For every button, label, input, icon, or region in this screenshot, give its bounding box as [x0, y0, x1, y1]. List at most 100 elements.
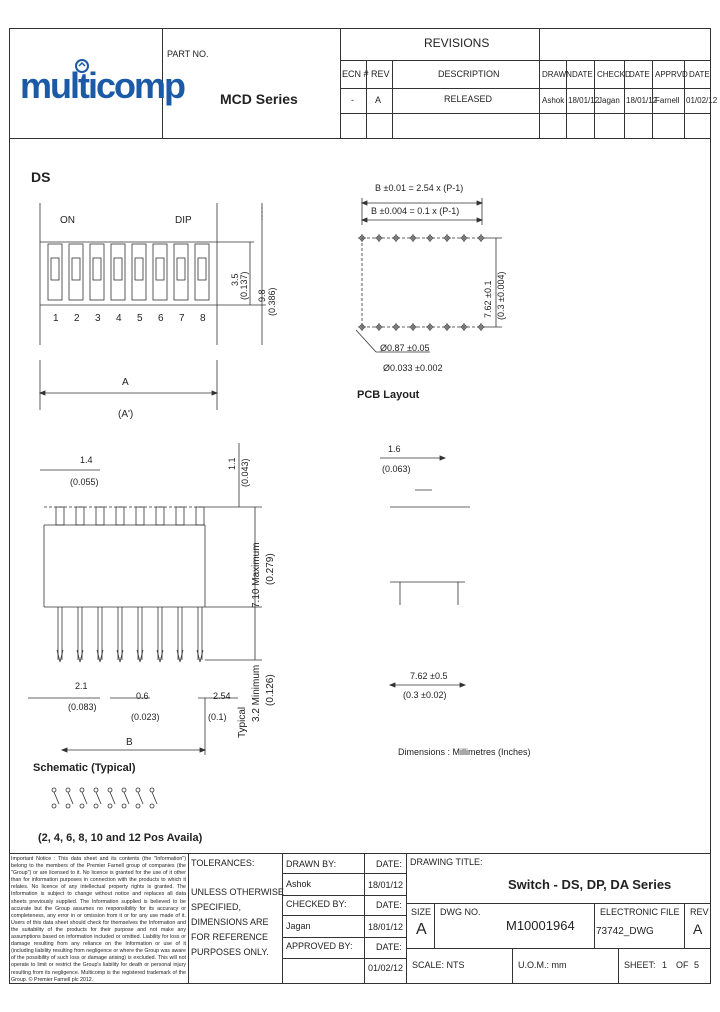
electronic-file-value: 73742_DWG — [596, 926, 654, 937]
dim-9-8-in: (0.386) — [267, 287, 277, 316]
dim-7-10: 7.10 Maximum — [251, 542, 262, 608]
schematic-switch-arm — [67, 791, 74, 805]
switch-actuator — [113, 257, 123, 281]
switch-number: 4 — [116, 313, 122, 324]
revisions-row-line — [340, 113, 711, 114]
drawing-title-label: DRAWING TITLE: — [410, 857, 483, 867]
dim-1-4: 1.4 — [80, 455, 93, 465]
tb-line — [594, 903, 595, 948]
pcb-layout-label: PCB Layout — [357, 389, 420, 401]
titleblock-top-line — [9, 853, 711, 854]
schematic-contact — [51, 803, 57, 809]
checked-date: 18/01/12 — [368, 922, 404, 932]
side-pin-tip — [176, 649, 184, 663]
dim-1-1: 1.1 — [227, 457, 237, 470]
rev-col-line — [566, 60, 567, 138]
tb-line — [282, 853, 283, 984]
tb-line — [282, 873, 406, 874]
col-rev: REV — [371, 69, 390, 79]
switch-cell — [110, 243, 126, 301]
approved-by-label: APPROVED BY: — [286, 941, 353, 951]
dim-2-54-in: (0.1) — [208, 712, 227, 722]
avail-label: (2, 4, 6, 8, 10 and 12 Pos Availa) — [38, 832, 203, 844]
dim-1-1-in: (0.043) — [240, 458, 250, 487]
side-pin-top — [175, 506, 185, 526]
col-ecn: ECN # — [342, 69, 369, 79]
switch-cell — [68, 243, 84, 301]
dim-3-5-in: (0.137) — [239, 271, 249, 300]
schematic-contact — [121, 803, 127, 809]
side-pin-top — [155, 506, 165, 526]
row-date1: 18/01/12 — [568, 96, 600, 105]
schematic-switch-arm — [123, 791, 130, 805]
rev-col-line — [594, 60, 595, 138]
sheet-number: 1 — [662, 960, 668, 970]
approved-date: 01/02/12 — [368, 963, 404, 973]
dim-2-54: 2.54 — [213, 691, 231, 701]
side-pin-top — [55, 506, 65, 526]
dim-b2: B ±0.004 = 0.1 x (P-1) — [371, 206, 460, 216]
switch-actuator — [71, 257, 81, 281]
col-date2: DATE — [629, 70, 650, 79]
rev-col-line — [652, 60, 653, 138]
switch-number: 1 — [53, 313, 59, 324]
schematic-contact — [135, 803, 141, 809]
sheet-label: SHEET: — [624, 960, 656, 970]
col-date3: DATE — [689, 70, 710, 79]
col-date1: DATE — [572, 70, 593, 79]
checked-by-name: Jagan — [286, 921, 311, 931]
header-divider — [162, 28, 163, 138]
switch-actuator — [92, 257, 102, 281]
dim-b: B — [126, 737, 133, 748]
tb-line — [618, 948, 619, 984]
side-pin-tip — [96, 649, 104, 663]
tb-line — [282, 958, 406, 959]
dimensions-note: Dimensions : Millimetres (Inches) — [398, 747, 531, 757]
tb-line — [282, 895, 406, 896]
switch-cell — [89, 243, 105, 301]
drawn-by-name: Ashok — [286, 879, 312, 889]
side-pin-tip — [56, 649, 64, 663]
schematic-contact — [65, 803, 71, 809]
dim-1-6: 1.6 — [388, 444, 401, 454]
dim-3-2-in: (0.126) — [265, 674, 276, 706]
revisions-left-border — [340, 28, 341, 138]
tb-line — [282, 915, 406, 916]
row-apprvd: Farnell — [655, 96, 680, 105]
sheet-of: OF — [676, 960, 689, 970]
schematic-contact — [79, 787, 85, 793]
tb-line — [434, 903, 435, 948]
switch-number: 2 — [74, 313, 80, 324]
switch-number: 5 — [137, 313, 143, 324]
dim-1-6-in: (0.063) — [382, 464, 411, 474]
on-label: ON — [60, 215, 75, 226]
row-date2: 18/01/12 — [626, 96, 658, 105]
schematic-switch-arm — [81, 791, 88, 805]
tb-line — [406, 853, 407, 984]
switch-number: 3 — [95, 313, 101, 324]
rev-col-line — [539, 28, 540, 138]
hole-dia-mm: Ø0.87 ±0.05 — [380, 343, 430, 353]
checked-date-label: DATE: — [376, 900, 402, 910]
side-pin-top — [195, 506, 205, 526]
tb-line — [188, 853, 189, 984]
schematic-switch-arm — [109, 791, 116, 805]
switch-actuator — [155, 257, 165, 281]
dim-7-62-b: 7.62 ±0.5 — [410, 671, 448, 681]
col-drawn: DRAWN — [542, 70, 572, 79]
rev-col-line — [684, 60, 685, 138]
schematic-switch-arm — [151, 791, 158, 805]
side-pin-tip — [116, 649, 124, 663]
schematic-contact — [65, 787, 71, 793]
drawn-date: 18/01/12 — [368, 880, 404, 890]
switch-cell — [131, 243, 147, 301]
header-bottom-line — [9, 138, 711, 139]
schematic-switch-arm — [137, 791, 144, 805]
unless-line-3: DIMENSIONS ARE — [191, 917, 269, 927]
checked-by-label: CHECKED BY: — [286, 899, 347, 909]
rev-col-line — [392, 60, 393, 138]
unless-line-4: FOR REFERENCE — [191, 932, 269, 942]
schematic-contact — [149, 787, 155, 793]
rev-label: REV — [690, 907, 709, 917]
